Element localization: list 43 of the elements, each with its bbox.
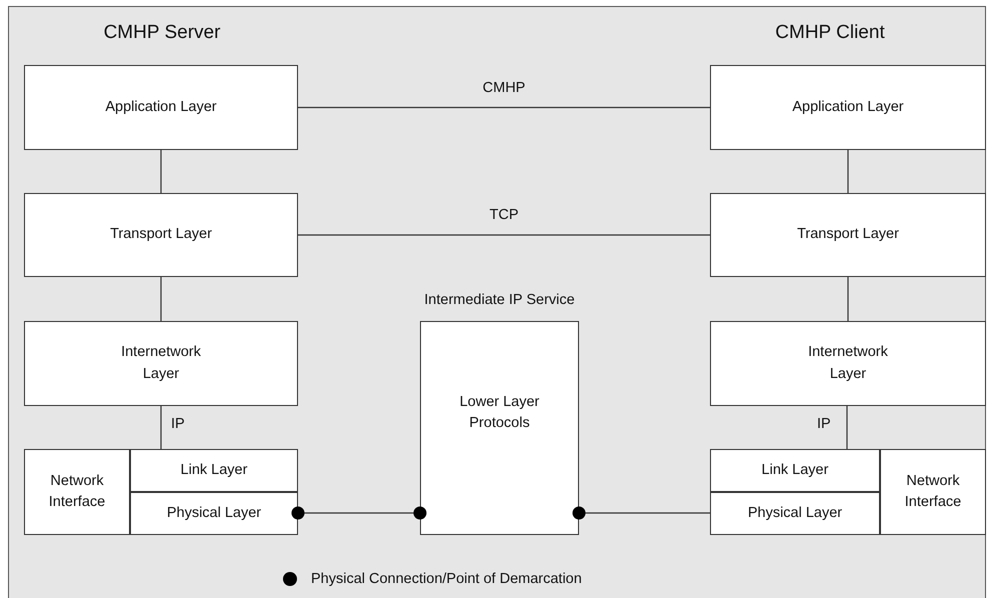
box-label: Link Layer bbox=[760, 460, 830, 480]
box-label: Transport Layer bbox=[109, 225, 213, 244]
layer-box bbox=[24, 193, 298, 277]
box-label: Transport Layer bbox=[796, 225, 900, 244]
box-label: Application Layer bbox=[104, 98, 218, 117]
edge-label: TCP bbox=[490, 207, 518, 223]
layer-box bbox=[710, 492, 880, 535]
layer-box bbox=[710, 193, 986, 277]
layer-box bbox=[710, 449, 880, 492]
box-label: Internetwork Layer bbox=[807, 343, 889, 384]
column-heading: CMHP Client bbox=[775, 22, 885, 44]
box-label: Physical Layer bbox=[746, 504, 844, 523]
box-label: Lower Layer Protocols bbox=[458, 392, 540, 433]
connector-line bbox=[160, 406, 162, 449]
column-heading: CMHP Server bbox=[104, 22, 220, 44]
connector-line bbox=[160, 277, 162, 321]
edge-label: IP bbox=[817, 416, 831, 432]
edge-label: IP bbox=[171, 416, 185, 432]
physical-connection-line bbox=[292, 506, 426, 520]
box-heading: Intermediate IP Service bbox=[424, 291, 575, 310]
connector-line bbox=[298, 106, 710, 108]
layer-box bbox=[130, 492, 298, 535]
connector-line bbox=[847, 150, 849, 193]
physical-connection-line bbox=[572, 506, 710, 520]
layer-box bbox=[710, 321, 986, 406]
layer-box bbox=[130, 449, 298, 492]
connector-line bbox=[847, 277, 849, 321]
connector-line bbox=[846, 406, 848, 449]
layer-box bbox=[24, 65, 298, 150]
layer-box bbox=[880, 449, 986, 535]
connector-line bbox=[160, 150, 162, 193]
box-label: Network Interface bbox=[904, 472, 962, 512]
legend-label: Physical Connection/Point of Demarcation bbox=[311, 571, 582, 587]
box-label: Network Interface bbox=[48, 472, 106, 512]
box-label: Link Layer bbox=[180, 460, 248, 480]
box-label: Physical Layer bbox=[166, 504, 262, 523]
layer-box bbox=[24, 321, 298, 406]
layer-box bbox=[24, 449, 130, 535]
box-label: Application Layer bbox=[791, 98, 905, 117]
connector-line bbox=[298, 234, 710, 236]
box-label: Internetwork Layer bbox=[120, 343, 202, 384]
edge-label: CMHP bbox=[482, 80, 526, 96]
layer-box bbox=[710, 65, 986, 150]
